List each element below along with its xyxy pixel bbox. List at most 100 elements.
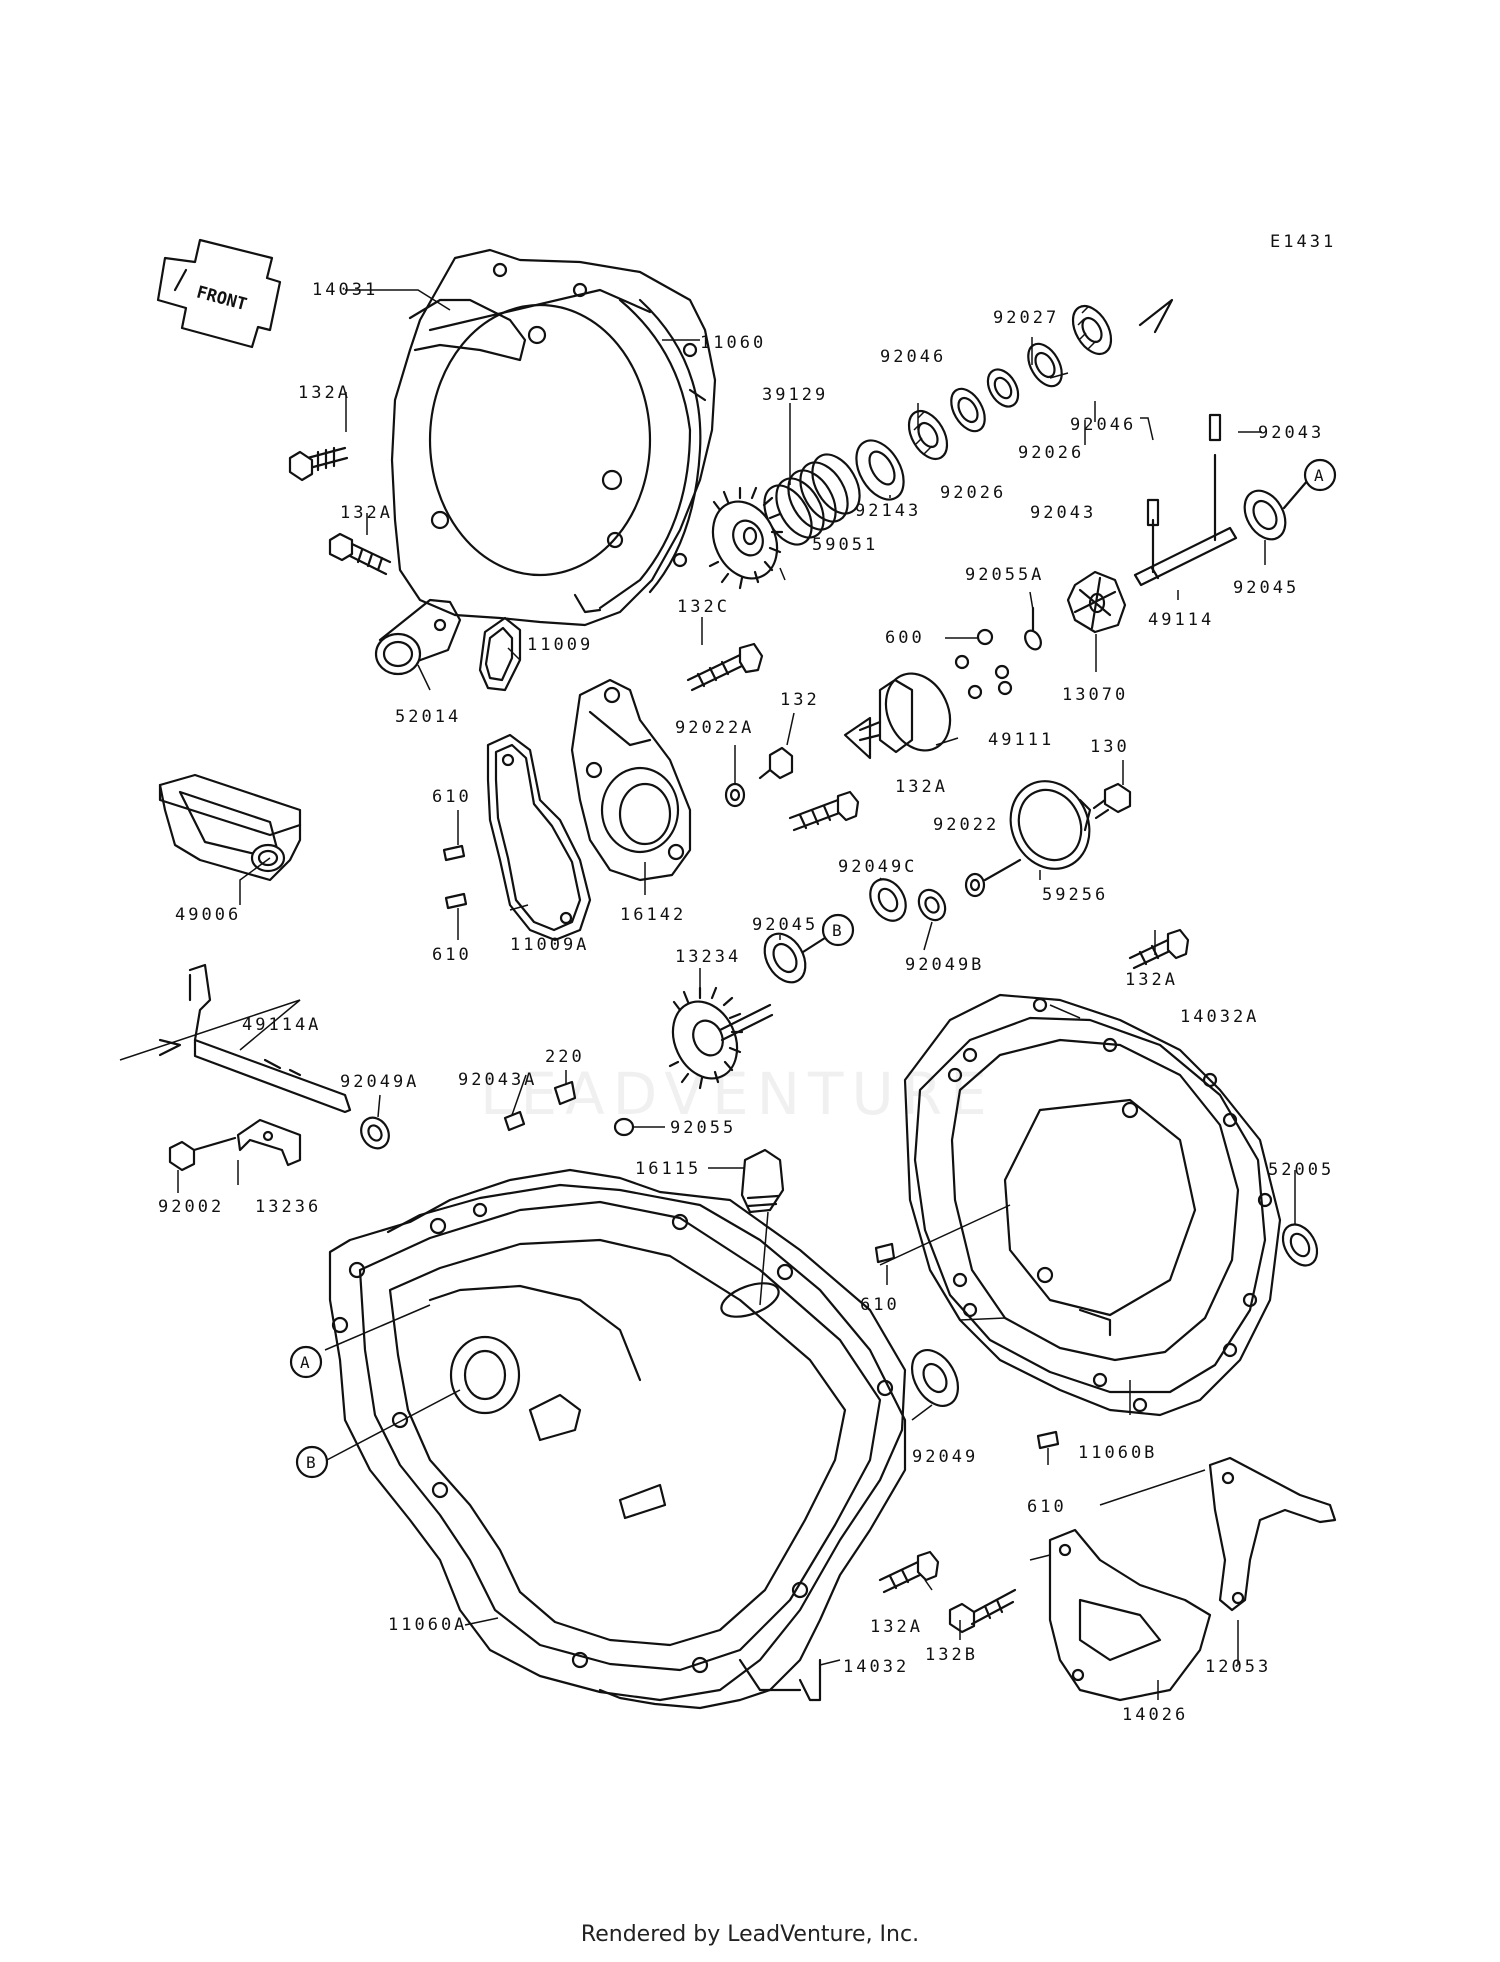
part-label-92143: 92143 <box>855 501 921 521</box>
part-label-610: 610 <box>1027 1497 1067 1517</box>
part-label-92049B: 92049B <box>905 955 984 975</box>
ref-marker-B-mid: B <box>821 913 855 947</box>
part-label-92026: 92026 <box>1018 443 1084 463</box>
part-label-11060A: 11060A <box>388 1615 467 1635</box>
gasket-11060B <box>903 993 1282 1417</box>
bolt-132A-right-lower <box>1128 928 1190 970</box>
svg-text:A: A <box>1314 466 1324 485</box>
washer-92022A <box>724 782 746 808</box>
washer-92026-a <box>950 387 986 433</box>
dowel-pin-610-d <box>1036 1430 1060 1450</box>
o-ring-92055 <box>613 1117 635 1137</box>
washer-92046-a <box>907 410 949 460</box>
part-label-14032: 14032 <box>843 1657 909 1677</box>
ref-marker-A-bottom: A <box>289 1345 323 1379</box>
bearing-92045-a <box>1243 478 1310 541</box>
bolt-130 <box>1092 782 1132 820</box>
leader-lines <box>119 289 1296 1700</box>
part-label-49114A: 49114A <box>242 1015 321 1035</box>
part-label-132A: 132A <box>1125 970 1178 990</box>
part-label-132A: 132A <box>340 503 393 523</box>
part-label-14032A: 14032A <box>1180 1007 1259 1027</box>
shaft-49114A <box>158 963 352 1114</box>
front-arrow-icon: FRONT <box>156 238 282 349</box>
part-label-16142: 16142 <box>620 905 686 925</box>
part-label-12053: 12053 <box>1205 1657 1271 1677</box>
part-label-11060B: 11060B <box>1078 1443 1157 1463</box>
part-label-92026: 92026 <box>940 483 1006 503</box>
clutch-cover-14032A <box>913 1016 1267 1394</box>
water-pipe-52014 <box>374 598 462 676</box>
part-label-610: 610 <box>432 945 472 965</box>
clutch-cover-14031 <box>390 248 717 627</box>
part-label-600: 600 <box>885 628 925 648</box>
oil-plug-16115 <box>740 1148 785 1214</box>
part-label-92022A: 92022A <box>675 718 754 738</box>
clutch-case-14032 <box>386 1183 907 1710</box>
washer-92026-b <box>1027 342 1063 388</box>
part-label-132A: 132A <box>298 383 351 403</box>
bolt-132A-right-mid <box>788 790 860 832</box>
bearing-92049C <box>869 878 907 922</box>
washer-92022 <box>964 872 986 898</box>
part-label-13070: 13070 <box>1062 685 1128 705</box>
bracket-12053 <box>1208 1456 1337 1612</box>
shaft-49111 <box>843 672 952 760</box>
bolt-132A-upper <box>288 446 349 482</box>
part-label-132A: 132A <box>895 777 948 797</box>
part-label-11009: 11009 <box>527 635 593 655</box>
bolt-132A-mid <box>328 532 392 576</box>
diagram-code: E1431 <box>1270 232 1336 252</box>
part-label-92043: 92043 <box>1030 503 1096 523</box>
part-label-92046: 92046 <box>1070 415 1136 435</box>
cover-part-49006 <box>158 773 302 882</box>
part-label-92049A: 92049A <box>340 1072 419 1092</box>
part-label-92002: 92002 <box>158 1197 224 1217</box>
part-label-610: 610 <box>860 1295 900 1315</box>
pin-92043-a <box>1208 413 1222 442</box>
part-label-92046: 92046 <box>880 347 946 367</box>
spring-39129 <box>763 453 861 546</box>
footer-credit: Rendered by LeadVenture, Inc. <box>580 1922 920 1947</box>
bearing-92045-b <box>763 932 830 984</box>
part-label-610: 610 <box>432 787 472 807</box>
part-label-49006: 49006 <box>175 905 241 925</box>
part-label-59051: 59051 <box>812 535 878 555</box>
part-label-52005: 52005 <box>1268 1160 1334 1180</box>
bolt-92002 <box>168 1136 237 1172</box>
gear-13234 <box>668 986 774 1090</box>
part-label-92055A: 92055A <box>965 565 1044 585</box>
part-label-11009A: 11009A <box>510 935 589 955</box>
bearing-92143 <box>855 439 905 501</box>
part-label-92043A: 92043A <box>458 1070 537 1090</box>
part-label-39129: 39129 <box>762 385 828 405</box>
impeller-13070 <box>1066 570 1127 634</box>
ball-600 <box>954 628 1013 700</box>
o-ring-92055A <box>1024 606 1042 651</box>
part-label-92022: 92022 <box>933 815 999 835</box>
part-label-14031: 14031 <box>312 280 378 300</box>
part-label-132: 132 <box>780 690 820 710</box>
bracket-13236 <box>236 1118 302 1167</box>
bolt-132C <box>686 642 764 692</box>
ref-marker-A-top: A <box>1303 458 1337 492</box>
sprocket-guard-14026 <box>1048 1528 1212 1702</box>
pump-housing-16142 <box>570 678 692 882</box>
part-label-220: 220 <box>545 1047 585 1067</box>
ref-marker-B-bottom: B <box>295 1445 329 1479</box>
part-label-92045: 92045 <box>752 915 818 935</box>
part-label-14026: 14026 <box>1122 1705 1188 1725</box>
seal-52005 <box>1281 1223 1319 1267</box>
part-label-13234: 13234 <box>675 947 741 967</box>
bolt-132A-bottom <box>878 1550 940 1594</box>
part-label-49111: 49111 <box>988 730 1054 750</box>
seal-92049 <box>910 1349 960 1407</box>
pump-cover-59256 <box>983 780 1092 882</box>
svg-text:A: A <box>300 1353 310 1372</box>
bolt-132B <box>948 1588 1017 1634</box>
washer-92027 <box>986 368 1020 408</box>
shaft-49114 <box>1133 453 1238 587</box>
part-label-49114: 49114 <box>1148 610 1214 630</box>
